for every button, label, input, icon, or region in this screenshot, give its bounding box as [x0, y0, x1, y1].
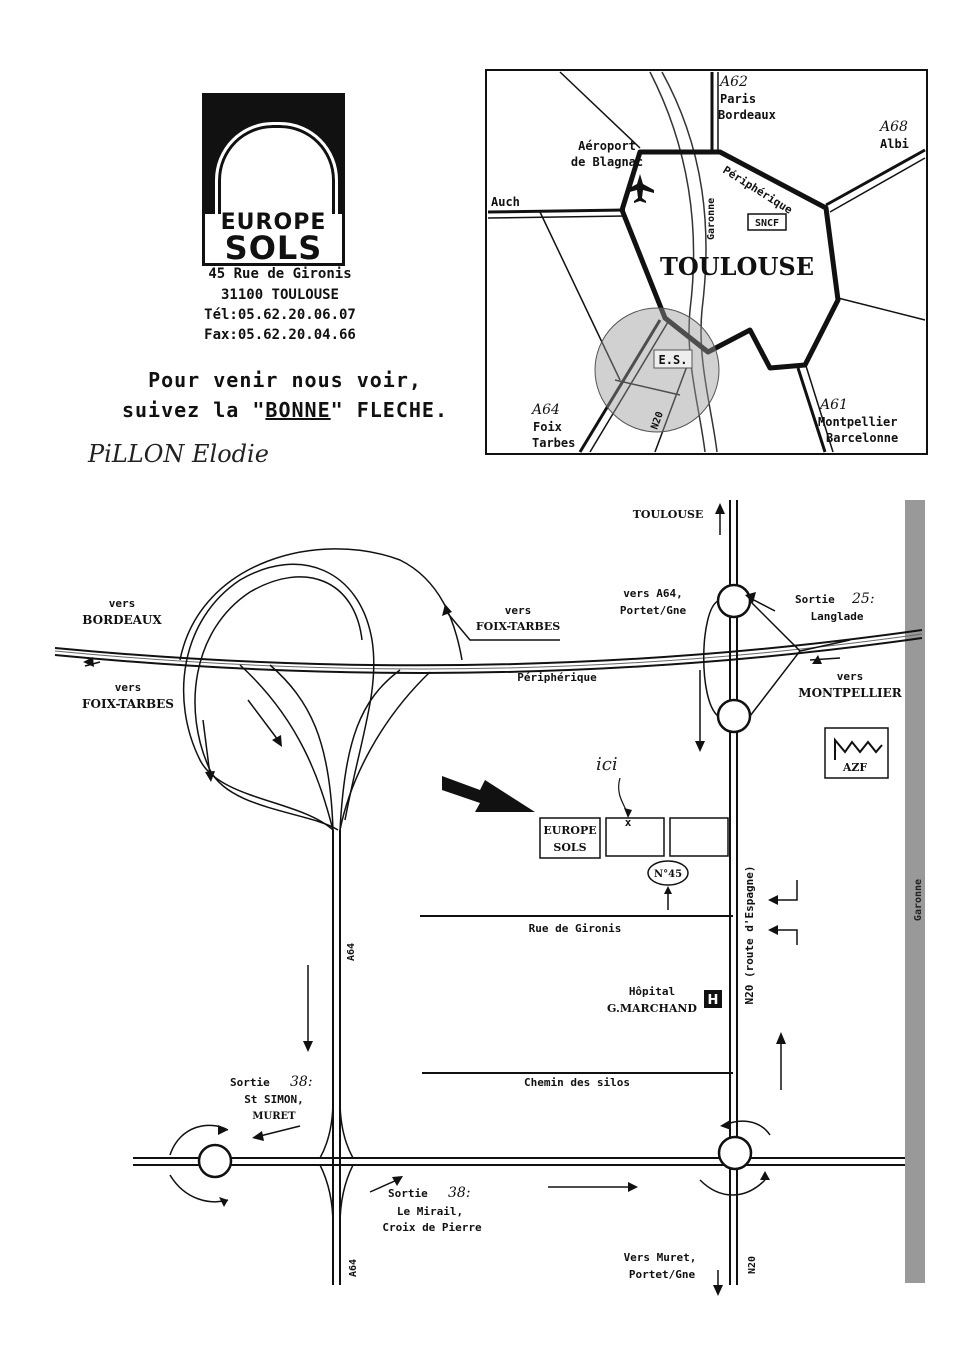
- main-bordeaux-1: vers: [109, 597, 136, 610]
- main-foix1-2: FOIX-TARBES: [476, 620, 560, 633]
- main-sortie38a-num: 38:: [290, 1074, 313, 1090]
- inset-sncf: SNCF: [755, 218, 779, 229]
- inset-es: E.S.: [659, 353, 688, 367]
- roundabout-n20-south: [717, 1135, 753, 1171]
- roundabout-n20-mid: [716, 698, 752, 734]
- main-hopital-2: G.MARCHAND: [607, 1002, 697, 1015]
- main-ici: ici: [596, 754, 618, 775]
- main-sortie25-num: 25:: [851, 591, 875, 607]
- main-sortie38a-1: Sortie: [230, 1076, 270, 1089]
- inset-airport-1: Aéroport: [578, 139, 636, 153]
- main-vers-a64-1: vers A64,: [623, 587, 683, 600]
- main-vers-a64-2: Portet/Gne: [620, 604, 687, 617]
- inset-a68-l1: Albi: [880, 137, 909, 151]
- slogan-bonne: BONNE: [265, 398, 331, 422]
- handwritten-name: PiLLON Elodie: [88, 440, 269, 468]
- inset-a61-l1: Montpellier: [818, 415, 897, 429]
- inset-a61-code: A61: [818, 397, 848, 413]
- inset-auch: Auch: [491, 195, 520, 209]
- roundabout-a64: [197, 1143, 233, 1179]
- inset-a62-l2: Bordeaux: [718, 108, 776, 122]
- slogan-line-2: suivez la "BONNE" FLECHE.: [121, 398, 449, 422]
- inset-city: TOULOUSE: [660, 252, 814, 281]
- main-garonne: Garonne: [913, 879, 924, 921]
- address-phone: Tél:05.62.20.06.07: [204, 307, 356, 323]
- inset-a61-l2: Barcelonne: [826, 431, 898, 445]
- inset-airport-2: de Blagnac: [571, 155, 643, 169]
- main-chemin-silos: Chemin des silos: [524, 1076, 630, 1089]
- main-sortie25-1: Sortie: [795, 593, 835, 606]
- slogan-line-1: Pour venir nous voir,: [148, 368, 422, 392]
- main-rue-gironis: Rue de Gironis: [529, 922, 622, 935]
- main-toulouse: TOULOUSE: [633, 508, 704, 521]
- main-sortie38a-2: St SIMON,: [244, 1093, 304, 1106]
- inset-map: SNCF E.S. TOULOUSE Aéroport de Blagnac A…: [485, 69, 928, 455]
- inset-a68-code: A68: [878, 119, 908, 135]
- main-hopital-1: Hôpital: [629, 985, 675, 998]
- inset-a64-l1: Foix: [533, 420, 562, 434]
- main-montp-2: MONTPELLIER: [798, 686, 902, 700]
- main-peripherique: Périphérique: [517, 671, 597, 684]
- europe-sols-building: [605, 817, 665, 857]
- garonne-strip: [905, 500, 925, 1283]
- hospital-icon: [704, 990, 722, 1008]
- inset-a64-code: A64: [530, 402, 560, 418]
- main-n20-route: N20 (route d'Espagne): [743, 865, 756, 1004]
- main-muret-1: Vers Muret,: [624, 1251, 697, 1264]
- svg-text:x: x: [625, 816, 632, 829]
- logo-line2: SOLS: [224, 229, 323, 267]
- main-a64-top: A64: [346, 943, 357, 961]
- inset-a64-l2: Tarbes: [532, 436, 575, 450]
- main-hopital-icon: H: [708, 993, 719, 1008]
- main-muret-2: Portet/Gne: [629, 1268, 696, 1281]
- logo-arch-icon: [205, 96, 342, 214]
- inset-a62-l1: Paris: [720, 92, 756, 106]
- main-europe-sols-1: EUROPE: [543, 824, 596, 837]
- airplane-icon: [626, 174, 654, 203]
- main-sortie38b-2: Le Mirail,: [397, 1205, 463, 1218]
- main-sortie25-2: Langlade: [811, 610, 864, 623]
- main-sortie38b-1: Sortie: [388, 1187, 428, 1200]
- main-map: Garonne: [54, 500, 925, 1296]
- main-sortie38b-num: 38:: [448, 1185, 471, 1201]
- europe-sols-logo: EUROPE SOLS: [202, 93, 345, 267]
- main-n20-bottom: N20: [747, 1256, 758, 1274]
- address-line-2: 31100 TOULOUSE: [220, 287, 339, 303]
- roundabout-n20-north: [716, 583, 752, 619]
- main-sortie38a-3: MURET: [252, 1111, 296, 1122]
- main-azf: AZF: [842, 761, 868, 774]
- big-arrow-icon: [442, 776, 535, 812]
- inset-garonne: Garonne: [706, 198, 717, 240]
- main-foix2-1: vers: [115, 681, 142, 694]
- main-sortie38b-3: Croix de Pierre: [382, 1221, 482, 1234]
- address-line-1: 45 Rue de Gironis: [208, 266, 352, 282]
- address-fax: Fax:05.62.20.04.66: [204, 327, 356, 343]
- main-bordeaux-2: BORDEAUX: [82, 613, 162, 627]
- main-europe-sols-2: SOLS: [553, 841, 586, 854]
- inset-a62-code: A62: [718, 74, 748, 90]
- main-foix2-2: FOIX-TARBES: [82, 697, 174, 711]
- logo-line1: EUROPE: [220, 210, 327, 235]
- main-n45: N°45: [654, 869, 682, 880]
- main-montp-1: vers: [837, 670, 864, 683]
- main-a64-bottom: A64: [348, 1259, 359, 1277]
- main-foix1-1: vers: [505, 604, 532, 617]
